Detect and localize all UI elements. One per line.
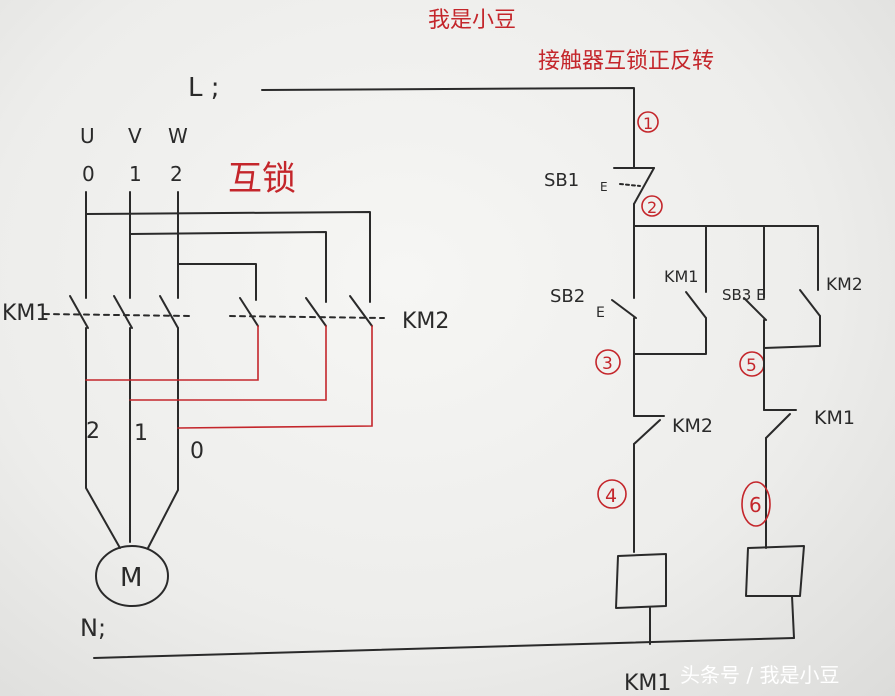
motor-lead-right [147,327,179,549]
km2-out-u-red [177,325,373,429]
watermark: 头条号 / 我是小豆 [680,663,839,687]
km1-contact-v [113,295,133,329]
km1-main-label: KM1 [2,301,49,326]
diagram-title: 接触器互锁正反转 [538,49,714,74]
sb2-mark: E [596,305,605,321]
km1-coil [615,553,667,609]
km2-coil [745,545,805,597]
node-3-number: 3 [602,354,613,374]
sb2-contact [611,299,637,319]
km2-out-w-red [85,325,259,381]
lead-number-2: 2 [86,419,100,444]
phase-u-number: 0 [82,162,95,186]
reverse-hold-loop [763,315,821,349]
neutral-label: N; [80,614,106,642]
node-4-number: 4 [605,485,617,507]
phase-w-label: W [168,124,188,148]
km2-contact-w [239,297,259,327]
neutral-wire [93,637,795,659]
line-l-wire [261,87,635,169]
km2-aux-label: KM2 [826,275,863,295]
km2-contact-v [305,297,327,327]
node-1-circle [637,111,659,133]
node-3-circle [595,349,621,375]
phase-v-number: 1 [129,162,142,186]
sb1-mark: E [600,180,608,194]
sb3-contact [743,297,767,321]
km2-main-label: KM2 [402,309,449,334]
phase-v-label: V [128,124,142,148]
node-1-number: 1 [643,114,653,133]
node-2-circle [641,195,663,217]
km1-contact-w [159,295,179,329]
lead-number-1: 1 [134,421,148,446]
km2-out-v-red [129,325,327,401]
sb3-label: SB3 E [722,286,766,304]
motor-label: M [120,563,142,593]
motor-lead-left [85,327,121,549]
phase-u-label: U [80,124,95,148]
sb1-contact-blade [633,167,655,205]
author-title: 我是小豆 [428,8,516,33]
lead-number-0: 0 [190,439,204,464]
km1-link-dashed [43,313,191,317]
km1-nc-blade [765,413,791,439]
km1-aux-contact [685,291,707,319]
line-label-L: L ; [188,73,220,103]
km2-link-dashed [229,315,385,319]
sb1-label: SB1 [544,170,579,191]
node-4-circle [597,479,627,509]
km2-feed-v [129,231,327,303]
km2-feed-u [85,211,371,303]
forward-hold-loop [633,317,707,355]
interlock-label: 互锁 [228,159,296,199]
node-6-circle [741,481,771,527]
node-5-number: 5 [746,356,757,376]
phase-w-number: 2 [170,162,183,186]
km1-contact-u [69,295,89,329]
sb2-label: SB2 [550,286,585,307]
km2-contact-u [349,295,373,327]
km2-coil-to-neutral [791,595,795,639]
sb1-actuator [619,183,641,187]
coil-bottom-label: KM1 [624,671,671,696]
node-2-number: 2 [647,198,657,217]
km2-nc-blade [633,419,661,445]
node-6-number: 6 [749,493,762,517]
km1-aux-label: KM1 [664,267,698,286]
motor-circle [95,545,169,607]
km2-feed-w [177,263,257,301]
km1-nc-label: KM1 [814,407,855,429]
km2-aux-contact [799,289,821,317]
km2-nc-label: KM2 [672,415,713,437]
